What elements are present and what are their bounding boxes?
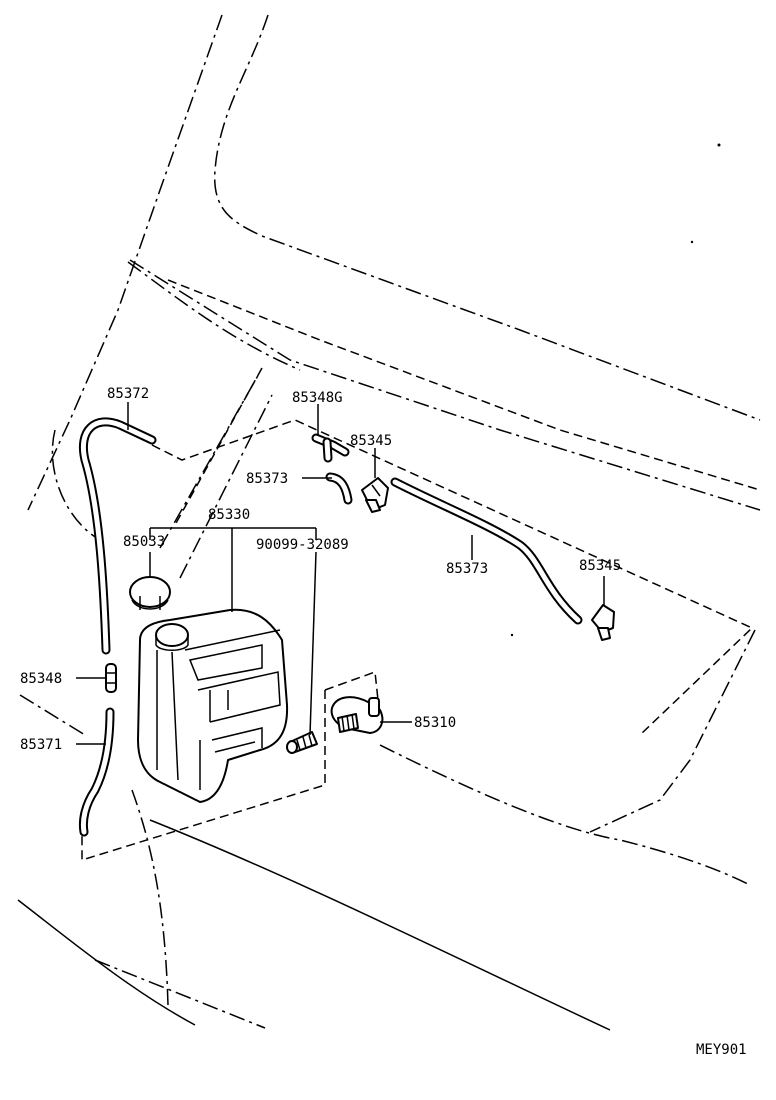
label-85371: 85371 xyxy=(20,737,62,753)
hose-85373-long xyxy=(390,477,583,625)
washer-tank-85330 xyxy=(137,608,289,803)
hose-85373-small xyxy=(325,472,353,505)
assembly-outline xyxy=(81,367,754,862)
label-85373-left: 85373 xyxy=(246,471,288,487)
cap-85033 xyxy=(129,576,171,610)
label-85372: 85372 xyxy=(107,386,149,402)
label-85348: 85348 xyxy=(20,671,62,687)
pump-85310 xyxy=(330,696,384,734)
hose-85372 xyxy=(79,417,157,655)
grommet-90099-32089 xyxy=(286,731,318,754)
label-85345-top: 85345 xyxy=(350,433,392,449)
part-labels: 85372 85348G 85345 85373 85330 85033 900… xyxy=(20,386,747,1058)
leader-lines xyxy=(76,402,605,745)
label-90099-32089: 90099-32089 xyxy=(256,537,349,553)
nozzle-85345-right xyxy=(591,604,615,641)
joint-85348 xyxy=(105,663,117,693)
diagram-code: MEY901 xyxy=(696,1042,747,1058)
label-85330: 85330 xyxy=(208,507,250,523)
joint-85348g xyxy=(311,433,350,463)
label-85033: 85033 xyxy=(123,534,165,550)
label-85348g: 85348G xyxy=(292,390,343,406)
label-85373-right: 85373 xyxy=(446,561,488,577)
label-85345-right: 85345 xyxy=(579,558,621,574)
body-outline xyxy=(17,14,761,1031)
label-85310: 85310 xyxy=(414,715,456,731)
hose-85371 xyxy=(78,707,115,837)
nozzle-85345-top xyxy=(361,477,389,513)
